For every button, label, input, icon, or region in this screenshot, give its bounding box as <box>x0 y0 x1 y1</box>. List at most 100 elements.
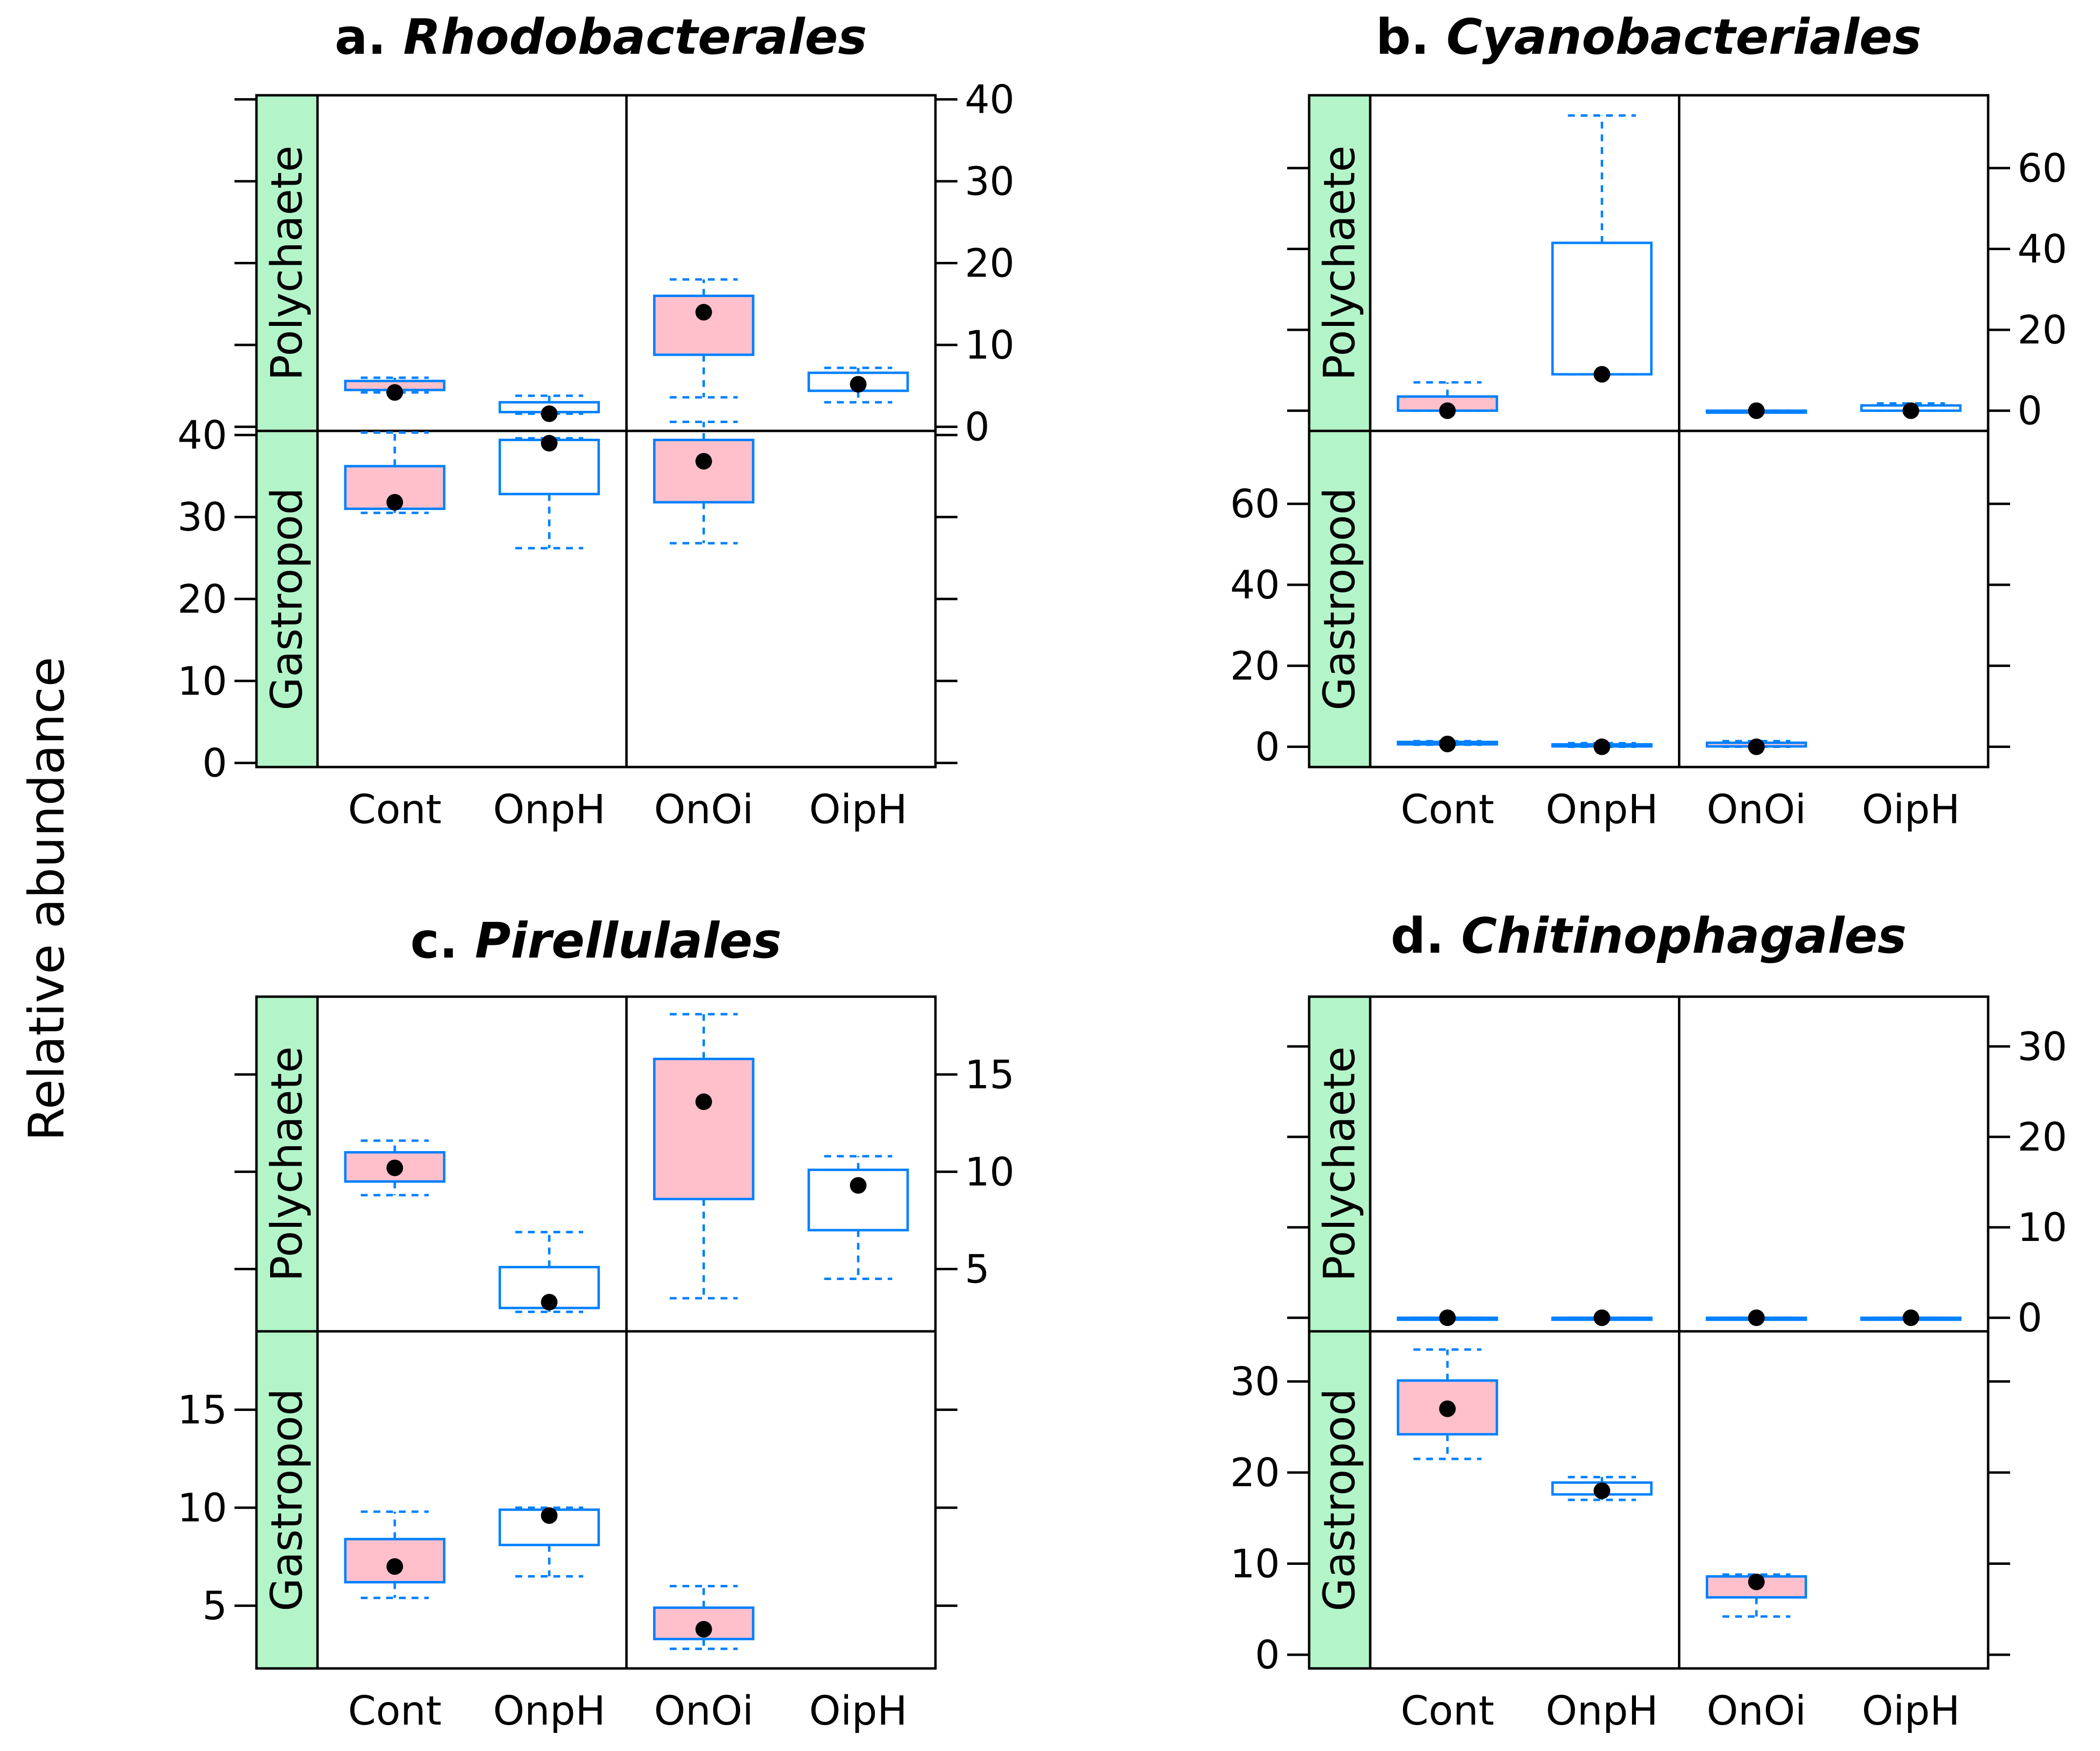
x-tick-label-onoi: OnOi <box>654 787 754 833</box>
strip-polychaete <box>255 94 319 432</box>
median-dot <box>1439 402 1456 419</box>
y-tick-label-left: 10 <box>1230 1541 1280 1587</box>
y-tick-label-left: 30 <box>177 494 227 540</box>
median-dot <box>541 435 558 452</box>
y-tick-label-left: 40 <box>177 412 227 458</box>
x-tick-label-onoi: OnOi <box>654 1688 754 1734</box>
y-tick-label-right: 10 <box>965 1149 1015 1195</box>
box-polychaete-onoi <box>1705 402 1807 419</box>
box-gastropod-onoi <box>653 421 755 545</box>
box-polychaete-onoi <box>653 278 755 399</box>
strip-label-polychaete: Polychaete <box>1315 1046 1365 1281</box>
box-polychaete-onoi <box>653 1013 755 1300</box>
x-tick-label-onph: OnpH <box>1546 1688 1658 1734</box>
panel-title: d. Chitinophagales <box>1391 907 1907 964</box>
box-gastropod-onph <box>498 1506 600 1578</box>
box-gastropod-onph <box>1551 738 1653 755</box>
panel-letter: b. <box>1376 8 1446 65</box>
box-polychaete-oiph <box>1860 402 1962 419</box>
box-gastropod-onoi <box>1705 738 1807 755</box>
median-dot <box>386 1159 403 1176</box>
panel-letter: c. <box>410 912 475 969</box>
box-polychaete-cont <box>344 1139 445 1196</box>
strip-polychaete <box>1308 94 1372 432</box>
y-tick-label-left: 5 <box>202 1583 227 1629</box>
box-polychaete-onph <box>498 1231 600 1313</box>
median-dot <box>1593 738 1611 755</box>
box-gastropod-cont <box>1397 735 1498 752</box>
x-tick-label-cont: Cont <box>348 787 442 833</box>
box-gastropod-onoi <box>1705 1573 1807 1618</box>
box-polychaete-onph <box>1551 114 1653 383</box>
panel-b: b. CyanobacterialesPolychaeteGastropod00… <box>1230 8 2067 833</box>
y-tick-label-right: 30 <box>2017 1024 2067 1069</box>
strip-label-polychaete: Polychaete <box>262 1046 312 1281</box>
panel-letter: a. <box>335 8 403 65</box>
x-tick-label-onoi: OnOi <box>1707 787 1806 833</box>
median-dot <box>695 1093 712 1110</box>
panel-c: c. PirellulalesPolychaeteGastropod551010… <box>177 912 1015 1734</box>
median-dot <box>695 1621 712 1638</box>
box-iqr <box>653 438 755 504</box>
box-gastropod-cont <box>344 1510 445 1600</box>
median-dot <box>1748 402 1765 419</box>
median-dot <box>1593 1309 1611 1326</box>
x-tick-label-cont: Cont <box>1400 1688 1494 1734</box>
median-dot <box>849 376 867 393</box>
box-gastropod-onph <box>1551 1475 1653 1501</box>
median-dot <box>1593 1482 1611 1499</box>
y-tick-label-left: 0 <box>202 741 227 786</box>
box-polychaete-cont <box>1397 1309 1498 1326</box>
strip-label-gastropod: Gastropod <box>262 1388 312 1611</box>
median-dot <box>695 304 712 321</box>
x-tick-label-oiph: OipH <box>809 1688 907 1734</box>
box-iqr <box>1551 241 1653 376</box>
box-polychaete-cont <box>344 376 445 401</box>
strip-label-polychaete: Polychaete <box>262 146 312 381</box>
y-tick-label-right: 0 <box>2017 388 2042 434</box>
box-polychaete-oiph <box>807 366 909 404</box>
y-tick-label-right: 60 <box>2017 146 2067 191</box>
panel-taxon: Rhodobacterales <box>403 8 867 65</box>
y-tick-label-left: 0 <box>1255 725 1280 770</box>
y-tick-label-left: 60 <box>1230 481 1280 527</box>
median-dot <box>1748 1309 1765 1326</box>
box-polychaete-oiph <box>807 1155 909 1280</box>
y-tick-label-right: 40 <box>965 77 1015 122</box>
box-iqr <box>653 1606 755 1641</box>
panel-d: d. ChitinophagalesPolychaeteGastropod001… <box>1230 907 2067 1734</box>
panel-title: a. Rhodobacterales <box>335 8 867 65</box>
median-dot <box>1439 1309 1456 1326</box>
median-dot <box>541 1294 558 1311</box>
panel-taxon: Cyanobacteriales <box>1446 8 1922 65</box>
median-dot <box>1439 735 1456 752</box>
x-tick-label-onph: OnpH <box>493 787 605 833</box>
x-tick-label-onoi: OnOi <box>1707 1688 1806 1734</box>
y-tick-label-right: 15 <box>965 1052 1015 1097</box>
box-gastropod-onph <box>498 435 600 550</box>
x-tick-label-onph: OnpH <box>1546 787 1658 833</box>
y-tick-label-left: 10 <box>177 1485 227 1531</box>
box-polychaete-onoi <box>1705 1309 1807 1326</box>
x-tick-label-cont: Cont <box>1400 787 1494 833</box>
y-tick-label-right: 20 <box>965 241 1015 286</box>
panel-letter: d. <box>1391 907 1461 964</box>
box-polychaete-onph <box>1551 1309 1653 1326</box>
y-tick-label-right: 20 <box>2017 1114 2067 1160</box>
panel-title: b. Cyanobacteriales <box>1376 8 1922 65</box>
box-iqr <box>653 1057 755 1200</box>
x-tick-label-oiph: OipH <box>1862 787 1960 833</box>
panel-title: c. Pirellulales <box>410 912 782 969</box>
box-polychaete-oiph <box>1860 1309 1962 1326</box>
box-gastropod-onoi <box>653 1585 755 1650</box>
median-dot <box>1439 1400 1456 1417</box>
strip-label-gastropod: Gastropod <box>1315 1388 1365 1611</box>
box-gastropod-cont <box>344 431 445 514</box>
median-dot <box>1902 1309 1919 1326</box>
panel-taxon: Chitinophagales <box>1461 907 1907 964</box>
y-tick-label-left: 20 <box>177 577 227 622</box>
y-tick-label-right: 40 <box>2017 227 2067 272</box>
y-tick-label-left: 20 <box>1230 643 1280 689</box>
